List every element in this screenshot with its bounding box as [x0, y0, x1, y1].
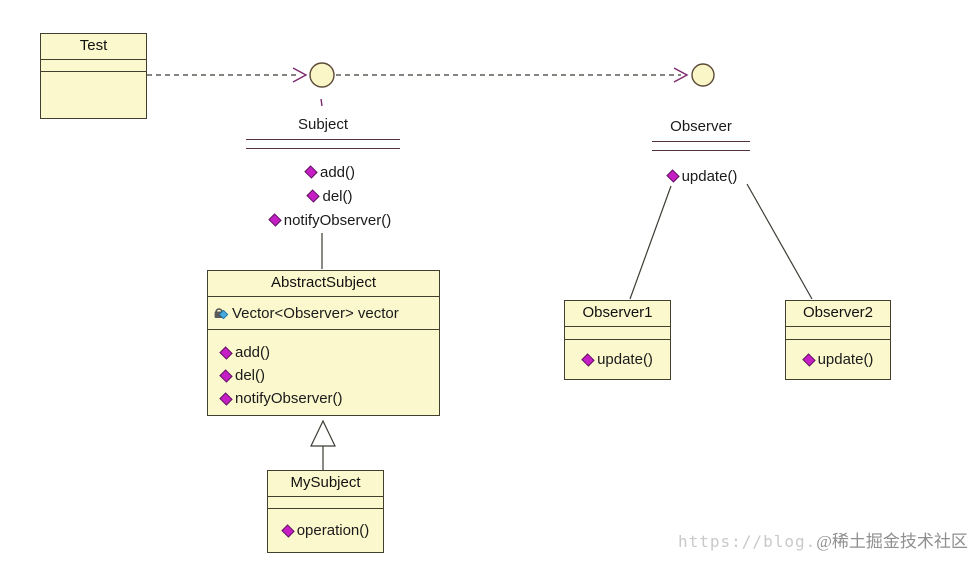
class-title: Observer1	[565, 301, 670, 327]
class-title: AbstractSubject	[208, 271, 439, 297]
method-row: operation()	[281, 522, 370, 539]
attribute-section	[268, 497, 383, 509]
method-section	[41, 72, 146, 118]
method-section: update()	[786, 340, 890, 379]
class-my-subject: MySubject operation()	[267, 470, 384, 553]
method-label: operation()	[296, 522, 370, 539]
diamond-icon	[219, 345, 233, 360]
open-arrowhead-icon	[292, 67, 308, 83]
lollipop-stem-tick	[320, 98, 323, 107]
interface-double-underline	[652, 141, 750, 151]
attribute-section: Vector<Observer> vector	[208, 297, 439, 330]
method-label: add()	[235, 344, 271, 361]
method-row: add()	[219, 341, 439, 364]
method-row: del()	[219, 364, 439, 387]
class-title: Test	[41, 34, 146, 60]
method-label: update()	[597, 351, 653, 368]
method-row: notifyObserver()	[268, 208, 392, 232]
attribute-section	[565, 327, 670, 340]
watermark-community: @稀土掘金技术社区	[816, 532, 968, 551]
method-row: add()	[304, 160, 356, 184]
method-row: update()	[665, 164, 738, 188]
diamond-icon	[306, 189, 321, 203]
method-section: add() del() notifyObserver()	[208, 330, 439, 415]
method-label: del()	[235, 367, 266, 384]
realization-line-observer1	[629, 185, 672, 300]
realization-line-observer2	[746, 183, 813, 300]
method-row: notifyObserver()	[219, 387, 439, 410]
diamond-icon	[304, 165, 318, 179]
method-section: operation()	[268, 509, 383, 552]
method-label: del()	[322, 187, 353, 205]
lock-icon	[213, 306, 229, 320]
interface-subject-methods: add() del() notifyObserver()	[235, 160, 425, 232]
interface-observer-methods: update()	[642, 164, 762, 188]
class-abstract-subject: AbstractSubject Vector<Observer> vector …	[207, 270, 440, 416]
attribute-row: Vector<Observer> vector	[208, 297, 439, 329]
method-section: update()	[565, 340, 670, 379]
class-title: MySubject	[268, 471, 383, 497]
method-row: update()	[581, 351, 653, 368]
watermark: https://blog.@稀土掘金技术社区	[678, 527, 968, 552]
diamond-icon	[219, 391, 233, 406]
method-row: update()	[801, 351, 874, 368]
diamond-icon	[665, 169, 680, 183]
method-label: add()	[319, 163, 356, 181]
watermark-url: https://blog.	[678, 532, 817, 551]
diamond-icon	[268, 213, 282, 227]
observer-lollipop-circle-icon	[691, 63, 715, 87]
diamond-icon	[801, 352, 816, 367]
attribute-section	[41, 60, 146, 72]
open-arrowhead-icon	[673, 67, 689, 83]
diamond-icon	[281, 523, 295, 538]
diamond-icon	[581, 352, 595, 367]
diamond-icon	[219, 368, 233, 383]
method-label: update()	[817, 351, 874, 368]
attribute-section	[786, 327, 890, 340]
attribute-label: Vector<Observer> vector	[232, 304, 399, 322]
method-label: notifyObserver()	[235, 390, 343, 407]
interface-observer-name: Observer	[670, 118, 732, 135]
class-observer1: Observer1 update()	[564, 300, 671, 380]
subject-lollipop-circle-icon	[309, 62, 335, 88]
method-label: update()	[681, 167, 738, 185]
class-title: Observer2	[786, 301, 890, 327]
interface-double-underline	[246, 139, 400, 149]
class-test: Test	[40, 33, 147, 119]
class-observer2: Observer2 update()	[785, 300, 891, 380]
interface-subject-name: Subject	[297, 116, 349, 133]
hollow-triangle-icon	[310, 419, 336, 447]
method-label: notifyObserver()	[283, 211, 392, 229]
method-row: del()	[306, 184, 353, 208]
